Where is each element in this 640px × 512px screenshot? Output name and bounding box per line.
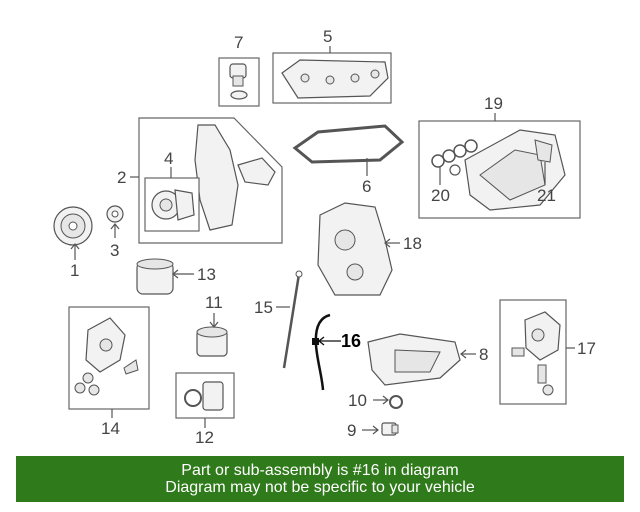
part-4-water-pump[interactable]: 4	[144, 149, 200, 232]
part-info-banner: Part or sub-assembly is #16 in diagram D…	[16, 456, 624, 502]
callout-1: 1	[70, 261, 79, 280]
callout-17: 17	[577, 339, 596, 358]
callout-5: 5	[323, 27, 332, 46]
part-19-intake-manifold[interactable]: 19	[418, 94, 581, 219]
part-12-oil-filter-cap[interactable]: 12	[175, 372, 235, 447]
part-14-oil-pump[interactable]: 14	[68, 306, 150, 438]
part-17-oil-control-valve[interactable]: 17	[499, 299, 596, 405]
callout-21: 21	[537, 186, 556, 205]
callout-10: 10	[348, 391, 367, 410]
part-2-timing-chain-cover[interactable]: 2	[117, 117, 283, 244]
banner-line-2: Diagram may not be specific to your vehi…	[165, 479, 475, 496]
callout-20: 20	[431, 186, 450, 205]
part-15-dipstick-guide[interactable]: 15	[254, 270, 303, 369]
callout-14: 14	[101, 419, 120, 438]
part-21-manifold-bracket[interactable]: 21	[534, 139, 556, 205]
callout-18: 18	[403, 234, 422, 253]
callout-6: 6	[362, 177, 371, 196]
banner-line-1: Part or sub-assembly is #16 in diagram	[181, 462, 459, 479]
part-3-oil-seal[interactable]: 3	[106, 205, 124, 260]
part-8-oil-pan[interactable]: 8	[367, 333, 488, 386]
part-6-head-cover-gasket[interactable]: 6	[292, 124, 405, 196]
part-1-crankshaft-pulley[interactable]: 1	[53, 206, 93, 280]
part-10-drain-plug-gasket[interactable]: 10	[348, 391, 403, 410]
part-20-manifold-gaskets[interactable]: 20	[431, 139, 478, 205]
part-13-oil-filter[interactable]: 13	[136, 258, 216, 295]
part-9-drain-plug[interactable]: 9	[347, 421, 399, 440]
callout-4: 4	[164, 149, 173, 168]
callout-8: 8	[479, 345, 488, 364]
part-5-cylinder-head-cover[interactable]: 5	[272, 27, 392, 104]
part-18-oil-pump-assembly[interactable]: 18	[317, 202, 422, 296]
callout-7: 7	[234, 33, 243, 52]
part-11-oil-filter-element[interactable]: 11	[196, 293, 228, 357]
callout-12: 12	[195, 428, 214, 447]
callout-3: 3	[110, 241, 119, 260]
callout-15: 15	[254, 298, 273, 317]
callout-13: 13	[197, 265, 216, 284]
callout-9: 9	[347, 421, 356, 440]
callout-19: 19	[484, 94, 503, 113]
part-16-oil-dipstick[interactable]: 16	[312, 313, 361, 391]
callout-2: 2	[117, 168, 126, 187]
callout-16: 16	[341, 331, 361, 351]
callout-11: 11	[205, 293, 223, 312]
part-7-oil-filler-cap[interactable]: 7	[218, 33, 260, 107]
